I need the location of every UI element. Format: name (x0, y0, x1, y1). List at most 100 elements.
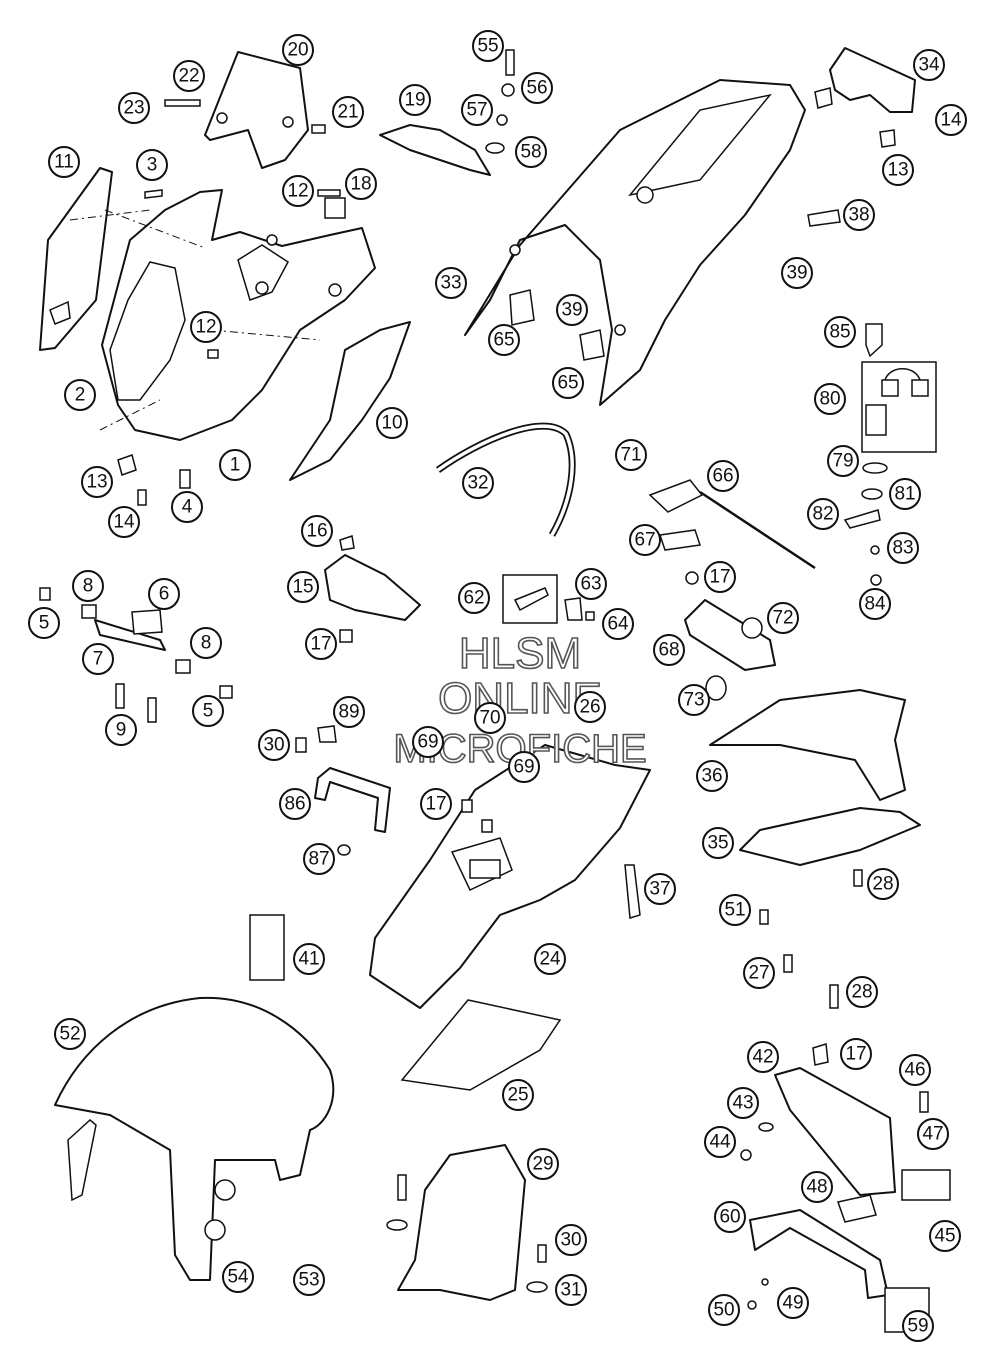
svg-text:68: 68 (658, 640, 679, 661)
svg-text:16: 16 (306, 521, 327, 542)
callout-29: 29 (527, 1148, 559, 1180)
svg-text:86: 86 (284, 794, 305, 815)
svg-text:14: 14 (113, 512, 135, 533)
callout-11: 11 (48, 146, 80, 178)
svg-text:44: 44 (709, 1132, 731, 1153)
part-front-fender (54, 996, 335, 1281)
callout-66: 66 (707, 460, 739, 492)
part-battery-box (369, 744, 651, 1009)
part-air-guide (324, 554, 421, 621)
callout-37: 37 (644, 873, 676, 905)
callout-43: 43 (727, 1087, 759, 1119)
callout-87: 87 (303, 843, 335, 875)
part-cable (435, 422, 576, 537)
svg-text:42: 42 (752, 1047, 773, 1068)
svg-text:37: 37 (649, 879, 670, 900)
svg-text:38: 38 (848, 205, 869, 226)
svg-text:9: 9 (116, 720, 127, 741)
callout-17b: 17 (420, 788, 452, 820)
svg-text:17: 17 (425, 794, 446, 815)
callout-68: 68 (653, 634, 685, 666)
callout-39a: 39 (781, 257, 813, 289)
callout-62: 62 (458, 582, 490, 614)
part-headlight-mask (204, 51, 309, 169)
part-plate-bracket (749, 1209, 889, 1299)
svg-text:56: 56 (526, 78, 547, 99)
callout-13b: 13 (882, 154, 914, 186)
svg-text:85: 85 (829, 322, 850, 343)
part-mud-flap-plate (400, 999, 562, 1091)
callout-17a: 17 (305, 628, 337, 660)
callout-20: 20 (282, 34, 314, 66)
svg-text:26: 26 (579, 697, 600, 718)
svg-text:8: 8 (83, 576, 94, 597)
svg-text:17: 17 (310, 634, 331, 655)
callout-79: 79 (827, 445, 859, 477)
svg-text:3: 3 (147, 155, 158, 176)
svg-text:48: 48 (806, 1177, 827, 1198)
svg-text:66: 66 (712, 466, 733, 487)
part-mount-bracket (314, 767, 391, 833)
svg-text:45: 45 (934, 1226, 955, 1247)
svg-text:34: 34 (918, 55, 940, 76)
svg-text:25: 25 (507, 1085, 528, 1106)
callout-50: 50 (708, 1294, 740, 1326)
svg-text:13: 13 (887, 160, 908, 181)
callout-58: 58 (515, 136, 547, 168)
callout-59: 59 (902, 1310, 934, 1342)
svg-text:28: 28 (872, 874, 893, 895)
callout-8: 8 (72, 570, 104, 602)
svg-text:47: 47 (922, 1124, 943, 1145)
svg-text:51: 51 (724, 900, 745, 921)
svg-text:4: 4 (182, 497, 193, 518)
callout-5b: 5 (192, 695, 224, 727)
watermark-line-1: HLSM (459, 629, 581, 678)
callout-56: 56 (521, 72, 553, 104)
callout-30b: 30 (555, 1224, 587, 1256)
watermark-line-2: ONLINE (438, 674, 602, 723)
svg-text:70: 70 (479, 708, 500, 729)
svg-text:46: 46 (904, 1060, 925, 1081)
callout-45: 45 (929, 1220, 961, 1252)
svg-text:54: 54 (227, 1267, 249, 1288)
callout-14: 14 (108, 506, 140, 538)
callout-38: 38 (843, 199, 875, 231)
svg-text:1: 1 (230, 455, 241, 476)
callout-2: 2 (64, 379, 96, 411)
svg-text:15: 15 (292, 577, 313, 598)
svg-text:5: 5 (39, 613, 50, 634)
svg-text:12: 12 (195, 317, 216, 338)
svg-text:58: 58 (520, 142, 541, 163)
callout-14b: 14 (935, 104, 967, 136)
svg-text:79: 79 (832, 451, 853, 472)
svg-text:71: 71 (620, 445, 641, 466)
callout-19: 19 (399, 84, 431, 116)
callout-47: 47 (917, 1118, 949, 1150)
callout-24: 24 (534, 943, 566, 975)
svg-text:13: 13 (86, 472, 107, 493)
callout-48: 48 (801, 1171, 833, 1203)
svg-text:81: 81 (894, 484, 915, 505)
part-rear-bracket (829, 47, 916, 113)
callout-17d: 17 (840, 1038, 872, 1070)
callout-80: 80 (814, 383, 846, 415)
svg-text:41: 41 (298, 949, 319, 970)
callout-3: 3 (136, 149, 168, 181)
part-hugger (397, 1144, 526, 1301)
callout-6: 6 (148, 578, 180, 610)
callout-54: 54 (222, 1261, 254, 1293)
callout-42: 42 (747, 1041, 779, 1073)
callout-46: 46 (899, 1054, 931, 1086)
callout-65a: 65 (488, 324, 520, 356)
svg-text:2: 2 (75, 385, 86, 406)
callout-57: 57 (461, 94, 493, 126)
callout-89: 89 (333, 696, 365, 728)
svg-text:17: 17 (709, 567, 730, 588)
svg-text:18: 18 (350, 174, 371, 195)
svg-text:69: 69 (513, 757, 534, 778)
svg-text:10: 10 (381, 413, 402, 434)
callout-13: 13 (81, 466, 113, 498)
svg-text:65: 65 (557, 373, 578, 394)
callout-83: 83 (887, 532, 919, 564)
